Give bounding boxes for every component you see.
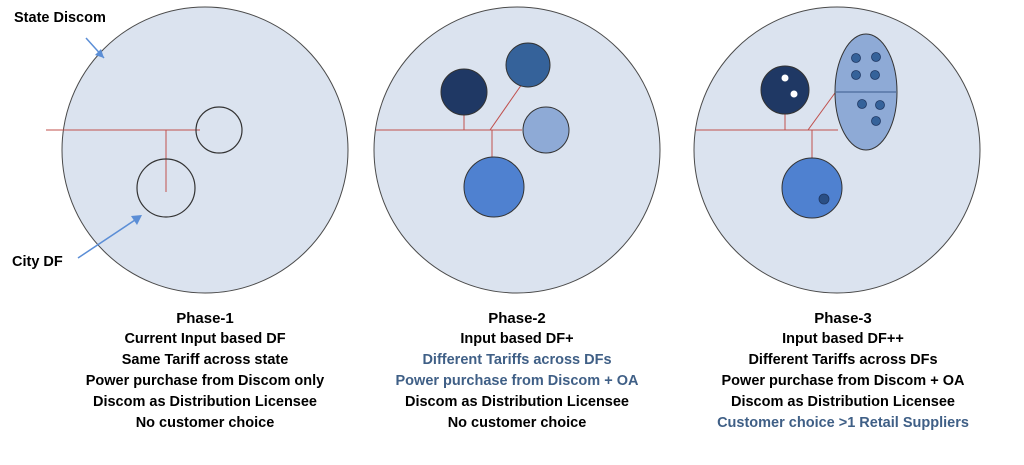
supplier-dot	[871, 52, 881, 62]
phase-3-caption: Phase-3 Input based DF++ Different Tarif…	[693, 308, 993, 434]
phase-title: Phase-1	[176, 310, 234, 327]
phase-line: No customer choice	[447, 415, 587, 431]
phase-line-highlight: Different Tariffs across DFs	[422, 352, 612, 368]
phase-line: Discom as Distribution Licensee	[404, 394, 629, 410]
city-df-circle	[522, 106, 570, 154]
phase-2-diagram	[373, 6, 661, 294]
city-df-label: City DF	[12, 254, 63, 270]
city-df-circle	[463, 156, 525, 218]
phase-line: Discom as Distribution Licensee	[92, 394, 317, 410]
city-df-arrowhead	[131, 215, 142, 225]
city-df-circle	[760, 65, 810, 115]
connector-line	[489, 83, 523, 131]
phase-line: Power purchase from Discom only	[85, 373, 325, 389]
supplier-dot	[857, 99, 867, 109]
phase-title: Phase-2	[488, 310, 546, 327]
customer-dot	[818, 193, 830, 205]
city-df-circle	[505, 42, 551, 88]
phase-line: Input based DF++	[782, 331, 904, 347]
state-discom-label: State Discom	[14, 10, 106, 26]
phase-1-diagram	[46, 6, 349, 294]
supplier-dot	[851, 70, 861, 80]
phase-1-caption: Phase-1 Current Input based DF Same Tari…	[55, 308, 355, 434]
phase-line: Same Tariff across state	[121, 352, 289, 368]
city-df-circle	[136, 158, 196, 218]
state-discom-circle	[693, 6, 981, 294]
city-df-circle	[440, 68, 488, 116]
phase-line: Discom as Distribution Licensee	[730, 394, 955, 410]
city-df-circle	[781, 157, 843, 219]
state-discom-arrowhead	[95, 49, 104, 58]
phase-line-highlight: Power purchase from Discom + OA	[395, 373, 639, 389]
state-discom-circle	[61, 6, 349, 294]
phase-line: Power purchase from Discom + OA	[721, 373, 965, 389]
customer-dot	[781, 74, 789, 82]
phase-2-caption: Phase-2 Input based DF+ Different Tariff…	[367, 308, 667, 434]
phase-line-highlight: Customer choice >1 Retail Suppliers	[717, 415, 969, 431]
phase-line: No customer choice	[135, 415, 275, 431]
supplier-dot	[870, 70, 880, 80]
supplier-dot	[851, 53, 861, 63]
supplier-dot	[871, 116, 881, 126]
phase-line: Different Tariffs across DFs	[748, 352, 938, 368]
city-df-arrow	[77, 217, 139, 259]
city-df-circle	[195, 106, 243, 154]
phase-line: Current Input based DF	[124, 331, 286, 347]
phase-line: Input based DF+	[460, 331, 574, 347]
customer-dot	[790, 90, 798, 98]
phase-3-diagram	[693, 6, 981, 294]
phase-title: Phase-3	[814, 310, 872, 327]
supplier-dot	[875, 100, 885, 110]
